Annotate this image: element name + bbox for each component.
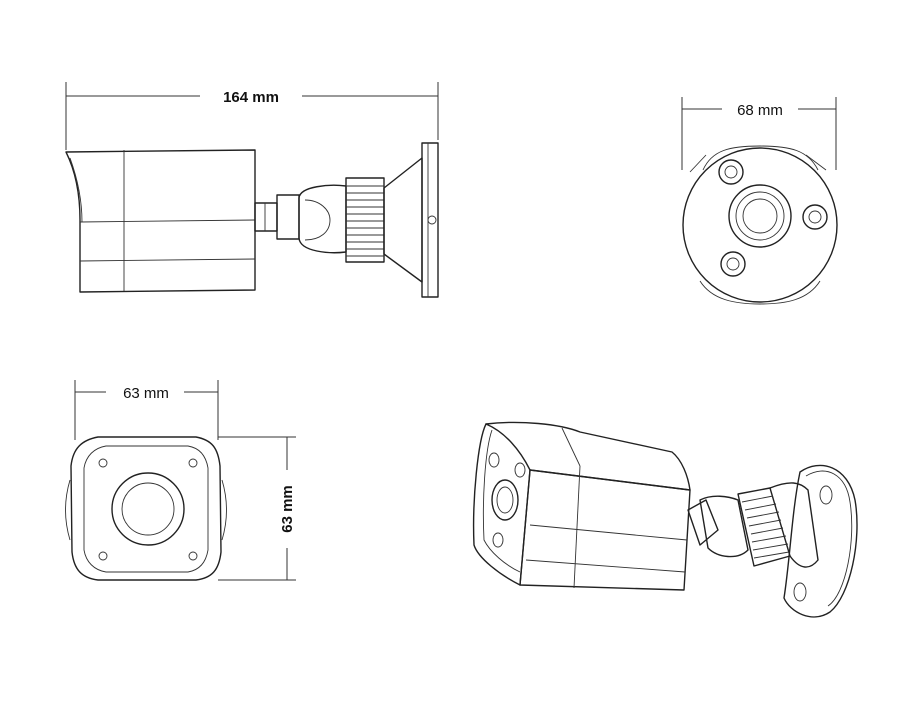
dim-rear-height-label: 63 mm bbox=[279, 485, 296, 533]
dim-length-label: 164 mm bbox=[223, 89, 279, 106]
dim-front-diameter: 68 mm bbox=[681, 97, 837, 170]
rear-view: 63 mm 63 mm bbox=[65, 380, 296, 581]
front-view: 68 mm bbox=[681, 97, 838, 305]
dim-length: 164 mm bbox=[65, 82, 439, 150]
dim-rear-width-label: 63 mm bbox=[123, 385, 169, 402]
dim-front-diameter-label: 68 mm bbox=[737, 102, 783, 119]
side-view: 164 mm bbox=[65, 82, 439, 298]
dim-rear-height: 63 mm bbox=[218, 436, 296, 581]
perspective-view bbox=[472, 421, 858, 618]
dim-rear-width: 63 mm bbox=[74, 380, 219, 440]
